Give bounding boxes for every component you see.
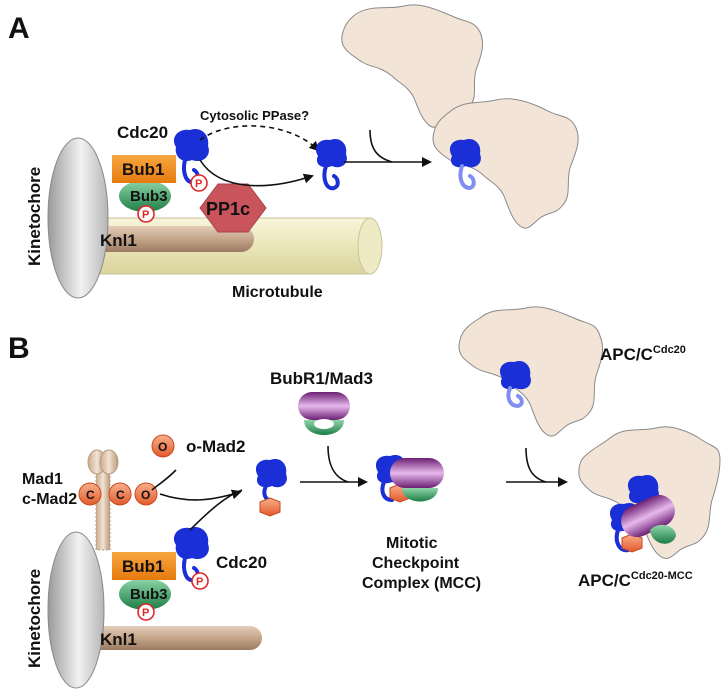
merge-curve-a <box>369 129 393 163</box>
apc-cdc20-mcc <box>578 426 721 559</box>
bub3-a <box>119 180 171 212</box>
omad2-bound <box>134 482 158 506</box>
bubr1-bub3 <box>298 392 350 435</box>
bub1-b <box>112 552 176 580</box>
knl1-label-a: Knl1 <box>100 231 137 250</box>
bub3-b <box>119 578 171 610</box>
kinetochore-disc-a <box>47 137 109 299</box>
arrow-to-cdc20-mad2 <box>159 489 242 501</box>
omad2-label: o-Mad2 <box>186 437 246 456</box>
phospho-label-cdc20-b: P <box>196 576 203 588</box>
kinetochore-label-b: Kinetochore <box>25 569 44 668</box>
knl1-label-b: Knl1 <box>100 630 137 649</box>
omad2-free-letter: O <box>158 440 167 454</box>
mcc-complex <box>375 454 444 503</box>
cdc20-label-a: Cdc20 <box>117 123 168 142</box>
phospho-cdc20-a <box>190 174 208 192</box>
phospho-bub3-a <box>137 205 155 223</box>
arrow-omad2-binding <box>151 469 177 491</box>
apc-cdc20-label-base: APC/C <box>600 345 653 364</box>
dashed-arrow-cytosolic <box>199 125 320 152</box>
bub1-label-b: Bub1 <box>122 557 165 576</box>
apc-cdc20-a <box>432 98 579 229</box>
mad1-label: Mad1 <box>22 471 63 488</box>
cdc20-label-b: Cdc20 <box>216 553 267 572</box>
kinetochore-label-a: Kinetochore <box>25 167 44 266</box>
mcc-label-line1: Mitotic <box>386 535 438 552</box>
omad2-free <box>151 434 175 458</box>
bub1-label-a: Bub1 <box>122 160 165 179</box>
phospho-label-bub3-b: P <box>142 607 149 619</box>
merge-curve-b1 <box>327 445 349 483</box>
bub3-label-b: Bub3 <box>130 586 168 603</box>
knl1-bar-a <box>82 226 254 252</box>
panel-b-letter: B <box>8 332 30 365</box>
cdc20-free-a <box>315 138 347 191</box>
phospho-label-cdc20-a: P <box>195 178 202 190</box>
omad2-bound-letter: O <box>141 488 150 502</box>
arrow-cdc20-join <box>189 489 243 531</box>
microtubule-label: Microtubule <box>232 284 323 301</box>
cytosolic-ppase-label: Cytosolic PPase? <box>200 108 309 123</box>
bubr1-label: BubR1/Mad3 <box>270 369 373 388</box>
apc-cdc20-label-sup: Cdc20 <box>653 344 686 356</box>
cdc20-bound-b <box>173 526 209 583</box>
phospho-label-bub3-a: P <box>142 209 149 221</box>
kinetochore-disc-b <box>47 531 105 689</box>
mcc-label-line3: Complex (MCC) <box>362 575 481 592</box>
cmad2-right <box>108 482 132 506</box>
cmad2-left-letter: C <box>86 488 95 502</box>
mcc-label-line2: Checkpoint <box>372 555 460 572</box>
cmad2-label: c-Mad2 <box>22 491 77 508</box>
apc-cdc20-b <box>458 306 603 437</box>
panel-a-letter: A <box>8 12 30 45</box>
cdc20-mad2-complex <box>255 458 287 517</box>
pp1c-label: PP1c <box>206 199 250 219</box>
bub3-label-a: Bub3 <box>130 188 168 205</box>
pp1c-hexagon <box>199 183 267 233</box>
apc-mcc-label-sup: Cdc20-MCC <box>631 570 693 582</box>
phospho-cdc20-b <box>191 572 209 590</box>
bub1-a <box>112 155 176 183</box>
cmad2-right-letter: C <box>116 488 125 502</box>
apc-cdc20-label: APC/CCdc20 <box>600 344 686 364</box>
phospho-bub3-b <box>137 603 155 621</box>
arrow-release-a <box>199 159 314 187</box>
cmad2-left <box>78 482 102 506</box>
knl1-bar-b <box>82 626 262 650</box>
apc-mcc-label-base: APC/C <box>578 571 631 590</box>
apc-mcc-label: APC/CCdc20-MCC <box>578 570 693 590</box>
merge-curve-b2 <box>525 447 547 483</box>
